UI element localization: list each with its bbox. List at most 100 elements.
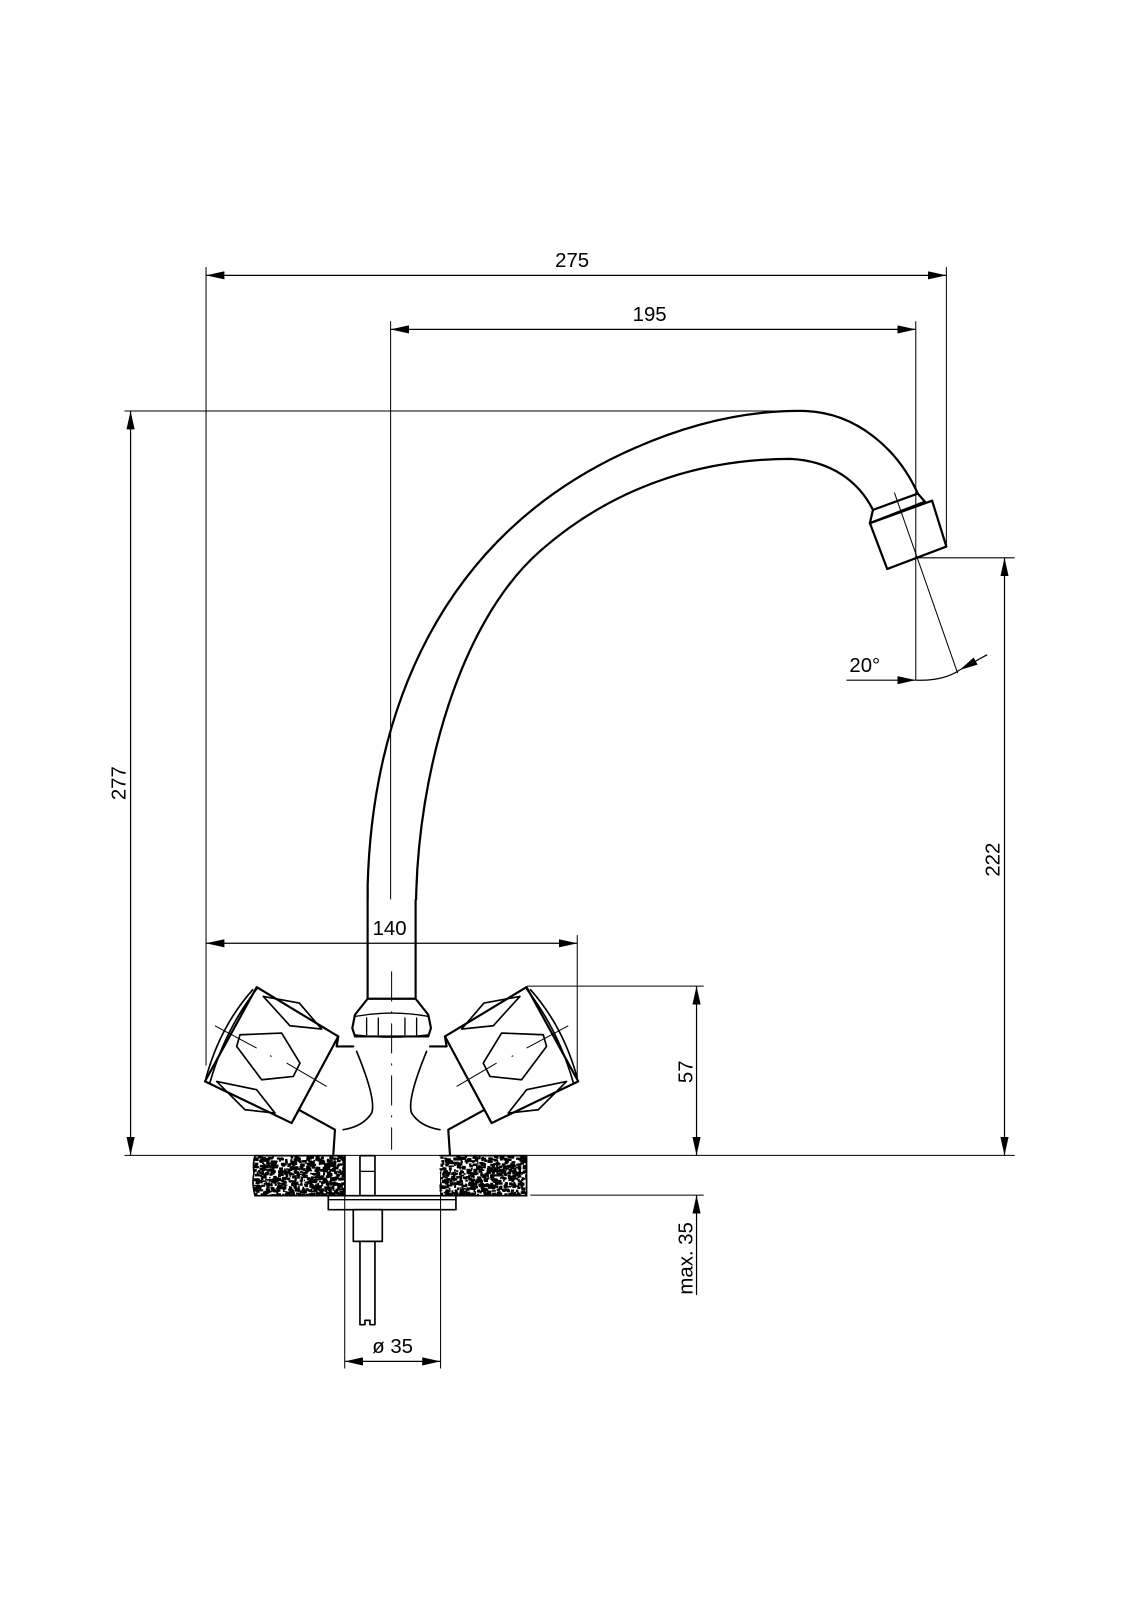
speckle (340, 1188, 342, 1190)
speckle (509, 1170, 514, 1173)
speckle (315, 1184, 318, 1186)
speckle (320, 1191, 322, 1195)
speckle (254, 1162, 259, 1166)
speckle (440, 1182, 442, 1186)
speckle (326, 1171, 331, 1174)
speckle (309, 1184, 312, 1188)
speckle (496, 1160, 499, 1164)
speckle (334, 1181, 336, 1183)
speckle (501, 1172, 504, 1174)
speckle (270, 1184, 273, 1187)
dimension-overall-height: 277 (108, 410, 135, 1156)
speckle (285, 1176, 288, 1180)
speckle (448, 1187, 451, 1190)
left-handle[interactable] (203, 986, 374, 1156)
speckle (513, 1167, 517, 1172)
speckle (341, 1187, 345, 1191)
speckle (342, 1173, 345, 1175)
speckle (299, 1160, 302, 1164)
speckle (470, 1167, 473, 1170)
speckle (504, 1173, 508, 1177)
speckle (299, 1183, 303, 1186)
speckle (336, 1174, 341, 1177)
speckle (326, 1182, 330, 1186)
speckle (502, 1166, 507, 1170)
speckle (480, 1181, 483, 1184)
speckle (289, 1162, 292, 1165)
speckle (502, 1177, 505, 1180)
speckle (301, 1189, 305, 1192)
speckle (335, 1183, 338, 1186)
speckle (513, 1177, 517, 1180)
speckle (489, 1157, 493, 1160)
speckle (476, 1189, 480, 1193)
speckle (316, 1187, 319, 1191)
speckle (493, 1174, 498, 1177)
speckle (255, 1182, 260, 1185)
speckle (465, 1193, 468, 1196)
speckle (490, 1160, 493, 1163)
speckle (298, 1185, 300, 1189)
speckle (449, 1160, 453, 1163)
speckle (452, 1171, 456, 1174)
speckle (482, 1174, 487, 1178)
speckle (442, 1175, 446, 1178)
speckle (293, 1185, 297, 1188)
speckle (479, 1190, 482, 1194)
speckle (498, 1191, 501, 1194)
speckle (259, 1186, 262, 1190)
speckle (476, 1193, 480, 1196)
speckle (301, 1193, 306, 1196)
speckle (439, 1171, 442, 1174)
speckle (334, 1191, 338, 1194)
speckle (517, 1179, 520, 1182)
speckle (455, 1178, 458, 1181)
speckle (519, 1181, 523, 1184)
speckle (298, 1184, 300, 1186)
speckle (309, 1185, 314, 1188)
speckle (341, 1167, 347, 1169)
speckle (480, 1161, 484, 1164)
speckle (441, 1186, 446, 1190)
speckle (292, 1175, 297, 1179)
speckle (306, 1157, 311, 1161)
speckle (290, 1159, 293, 1162)
speckle (306, 1177, 311, 1181)
speckle (478, 1169, 483, 1173)
speckle (328, 1174, 333, 1177)
speckle (440, 1177, 444, 1180)
speckle (507, 1186, 512, 1188)
speckle (462, 1176, 466, 1179)
speckle (461, 1160, 463, 1164)
speckle (444, 1182, 449, 1185)
speckle (466, 1191, 471, 1195)
speckle (486, 1177, 490, 1180)
speckle (336, 1183, 341, 1185)
speckle (512, 1161, 515, 1164)
speckle (506, 1158, 510, 1162)
speckle (443, 1157, 448, 1160)
speckle (479, 1161, 483, 1165)
speckle (276, 1179, 279, 1182)
speckle (308, 1178, 313, 1180)
speckle (499, 1185, 503, 1189)
speckle (266, 1162, 271, 1165)
speckle (293, 1180, 297, 1184)
speckle (328, 1192, 331, 1196)
speckle (337, 1164, 340, 1167)
speckle (332, 1161, 337, 1164)
right-handle[interactable] (409, 986, 580, 1156)
dimension-label-275: 275 (555, 250, 589, 272)
speckle (282, 1193, 285, 1196)
speckle (334, 1176, 337, 1179)
speckle (443, 1168, 446, 1171)
speckle (499, 1182, 503, 1185)
speckle (342, 1189, 345, 1193)
speckle (279, 1173, 284, 1177)
speckle (321, 1184, 324, 1187)
speckle (444, 1159, 448, 1163)
speckle (507, 1189, 510, 1193)
speckle (318, 1187, 321, 1192)
speckle (448, 1167, 452, 1171)
speckle (268, 1181, 270, 1184)
